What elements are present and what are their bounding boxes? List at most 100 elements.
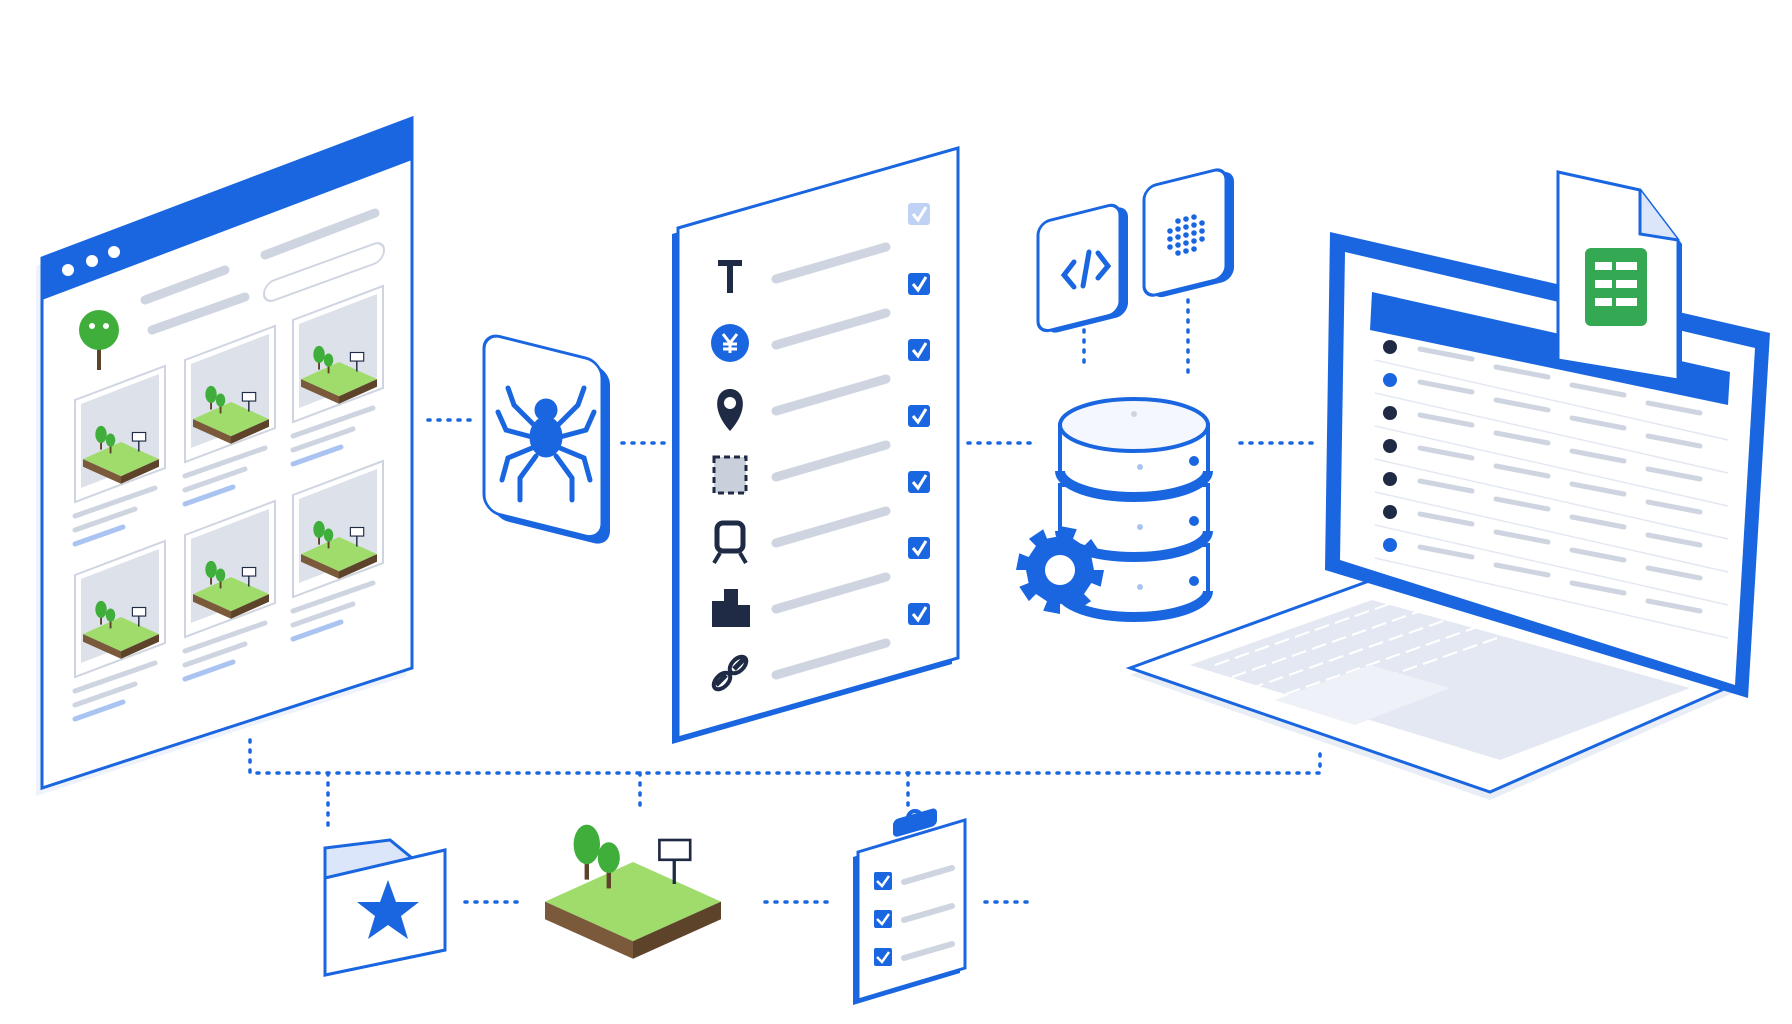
key [1445,632,1461,639]
dot-cluster-icon [1167,214,1205,256]
database-top [1058,397,1210,453]
clipboard-item [874,903,955,928]
sheet-cell [1569,382,1627,398]
checkbox-checked [908,471,930,493]
field-value-line [771,308,891,350]
key [1371,622,1387,629]
key [1394,596,1410,603]
card-text-line [72,681,138,708]
yen-icon [1383,373,1397,387]
checklist-row [711,308,930,362]
sheet-cell [1569,514,1627,530]
key [1214,659,1230,666]
listing-card [290,284,384,467]
sheet-cell [1493,430,1551,446]
checklist-clipboard-icon [853,808,967,1005]
link-icon [711,654,749,692]
building-icon [712,589,750,627]
key [1271,657,1287,664]
sheet-row [1374,340,1729,441]
card-title-line [72,485,158,519]
sheet-cell [1493,364,1551,380]
sheet-cell [1645,565,1703,581]
sheet-row [1374,373,1729,474]
checklist-rows [711,242,930,692]
field-value-line [771,572,891,614]
sheet-cell [1417,412,1475,428]
key [1285,688,1301,695]
key [1231,671,1247,678]
field-value-line [771,638,891,680]
cluster-dot [1167,244,1173,250]
key [1391,615,1407,622]
key [1265,695,1281,702]
sheet-cell [1645,499,1703,515]
keyboard [1190,600,1690,760]
window-dot [62,264,74,276]
trackpad [1275,665,1450,725]
key [1234,652,1250,659]
checkbox-checked [908,339,930,361]
sheet-cell [1417,346,1475,362]
sheet-cell [1417,379,1475,395]
google-sheets-file [1556,170,1682,384]
key [1251,664,1267,671]
listing-card [182,499,276,682]
card-price-line [182,484,236,507]
key [1374,603,1390,610]
key [1408,627,1424,634]
cluster-dot [1183,232,1189,238]
sheet-cell [1493,397,1551,413]
key [1291,650,1307,657]
key [1448,613,1464,620]
building-icon [1383,505,1397,519]
laptop [1125,232,1770,800]
sheet-cell [1569,580,1627,596]
location-pin-icon [717,389,743,431]
address-bar [140,208,380,335]
land-plot-icon [543,823,723,961]
window-dot [86,255,98,267]
checkbox-checked [874,872,892,890]
cluster-dot [1191,222,1197,228]
key [1411,608,1427,615]
clipboard-items [874,865,955,966]
sheet-cell [1569,448,1627,464]
card-title-line [182,620,268,654]
field-value-line [771,506,891,548]
cluster-dot [1191,238,1197,244]
card-price-line [290,619,344,642]
key [1425,639,1441,646]
sheet-cell [1493,463,1551,479]
key [1325,674,1341,681]
sheet-cell [1645,466,1703,482]
cluster-dot [1167,236,1173,242]
checkbox-checked [874,910,892,928]
gear-icon [1016,526,1104,614]
selection-box-icon [712,455,748,495]
card-title-line [290,405,376,439]
key [1268,676,1284,683]
field-value-line [771,374,891,416]
cluster-dot [1167,228,1173,234]
sheet-cell [1569,481,1627,497]
cluster-dot [1191,230,1197,236]
item-line [901,865,955,885]
checklist-row [712,506,930,565]
listing-grid [72,284,384,722]
checkbox-checked [908,405,930,427]
key [1331,636,1347,643]
text-icon [718,260,742,293]
sheet-cell [1645,400,1703,416]
cluster-dot [1199,236,1205,242]
checkbox-checked [908,537,930,559]
sheet-cell [1569,547,1627,563]
card-price-line [72,524,126,547]
key [1388,634,1404,641]
sheet-cell [1417,445,1475,461]
sheet-row [1374,472,1729,573]
listing-card [72,539,166,722]
google-sheets-icon [1585,248,1647,326]
code-tile [1036,203,1128,333]
